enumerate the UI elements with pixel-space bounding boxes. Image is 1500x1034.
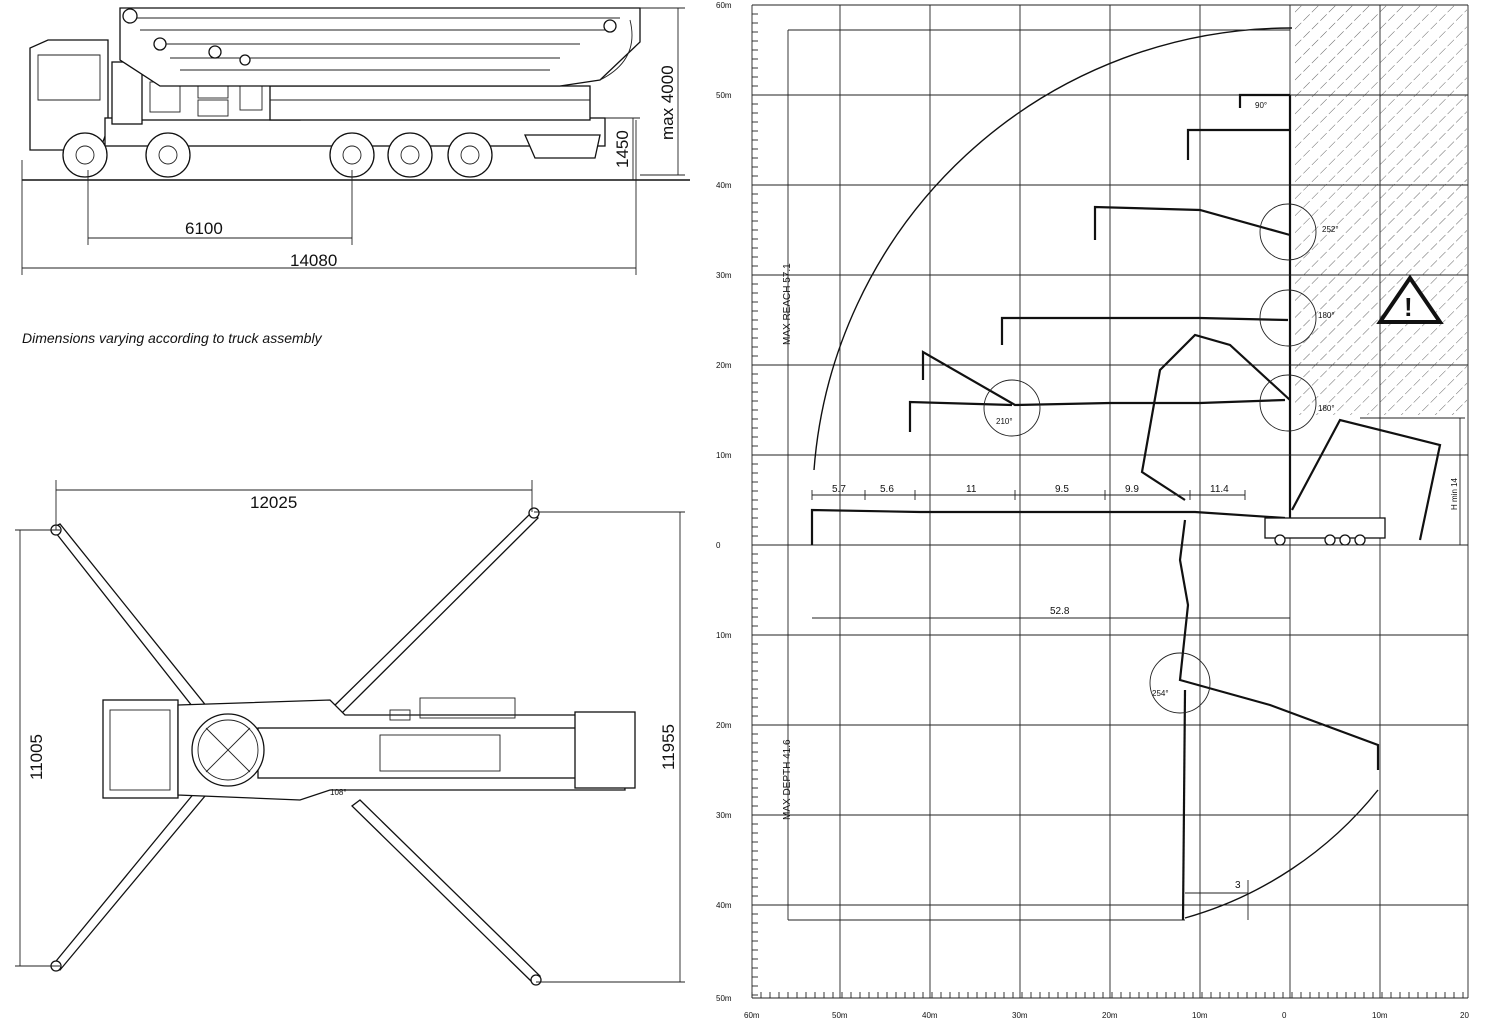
warning-icon-glyph: !: [1404, 292, 1413, 322]
y-axis-tick-label: 30m: [716, 271, 732, 280]
rear-support-dimension: 11955: [659, 724, 678, 770]
horizontal-reach-label: 52.8: [1050, 606, 1070, 617]
section-length: 11.4: [1210, 484, 1229, 495]
swivel-angle-label: 108°: [330, 788, 347, 797]
angle-label: 180°: [1318, 311, 1335, 320]
x-axis-tick-label: 20m: [1102, 1011, 1118, 1020]
front-span-dimension: 12025: [250, 493, 297, 512]
top-view-truck: 108° 12025 11005 11955: [15, 480, 685, 986]
angle-label: 180°: [1318, 404, 1335, 413]
outrigger-height-dimension: 1450: [613, 130, 632, 168]
section-length: 9.9: [1125, 484, 1139, 495]
angle-label: 252°: [1322, 225, 1339, 234]
max-height-dimension: max 4000: [658, 65, 677, 140]
y-axis-tick-label: 40m: [716, 901, 732, 910]
y-axis-tick-label: 20m: [716, 721, 732, 730]
y-axis-tick-label: 20m: [716, 361, 732, 370]
x-axis-tick-label: 40m: [922, 1011, 938, 1020]
wheelbase-dimension: 6100: [185, 219, 223, 238]
section-length: 5.7: [832, 484, 846, 495]
x-axis-tick-label: 0: [1282, 1011, 1287, 1020]
reach-chart: 60m 50m 40m 30m 20m 10m 0 10m 20m 30m 40m 50m 60m 50…: [716, 1, 1469, 1020]
y-axis-tick-label: 50m: [716, 994, 732, 1003]
x-axis-tick-label: 10m: [1372, 1011, 1388, 1020]
warning-icon: [1376, 274, 1444, 324]
overall-length-dimension: 14080: [290, 251, 337, 270]
section-length: 5.6: [880, 484, 894, 495]
side-view-truck: 6100 14080 1450 max 4000: [21, 7, 690, 275]
x-axis-tick-label: 20: [1460, 1011, 1469, 1020]
x-axis-tick-label: 50m: [832, 1011, 848, 1020]
max-reach-label: MAX REACH 57.1: [782, 263, 793, 345]
y-axis-tick-label: 50m: [716, 91, 732, 100]
y-axis-tick-label: 0: [716, 541, 721, 550]
section-length: 11: [966, 484, 977, 495]
y-axis-tick-label: 10m: [716, 451, 732, 460]
max-depth-label: MAX DEPTH 41.6: [782, 739, 793, 820]
y-axis-tick-label: 60m: [716, 1, 732, 10]
x-axis-tick-label: 60m: [744, 1011, 760, 1020]
bottom-offset-label: 3: [1235, 880, 1241, 891]
dimensions-note: Dimensions varying according to truck as…: [22, 330, 322, 346]
angle-label: 210°: [996, 417, 1013, 426]
min-height-label: H min 14: [1450, 477, 1459, 510]
angle-label: 254°: [1152, 689, 1169, 698]
angle-label: 90°: [1255, 101, 1267, 110]
y-axis-tick-label: 40m: [716, 181, 732, 190]
y-axis-tick-label: 10m: [716, 631, 732, 640]
section-length: 9.5: [1055, 484, 1069, 495]
front-support-dimension: 11005: [27, 734, 46, 780]
x-axis-tick-label: 30m: [1012, 1011, 1028, 1020]
x-axis-tick-label: 10m: [1192, 1011, 1208, 1020]
y-axis-tick-label: 30m: [716, 811, 732, 820]
